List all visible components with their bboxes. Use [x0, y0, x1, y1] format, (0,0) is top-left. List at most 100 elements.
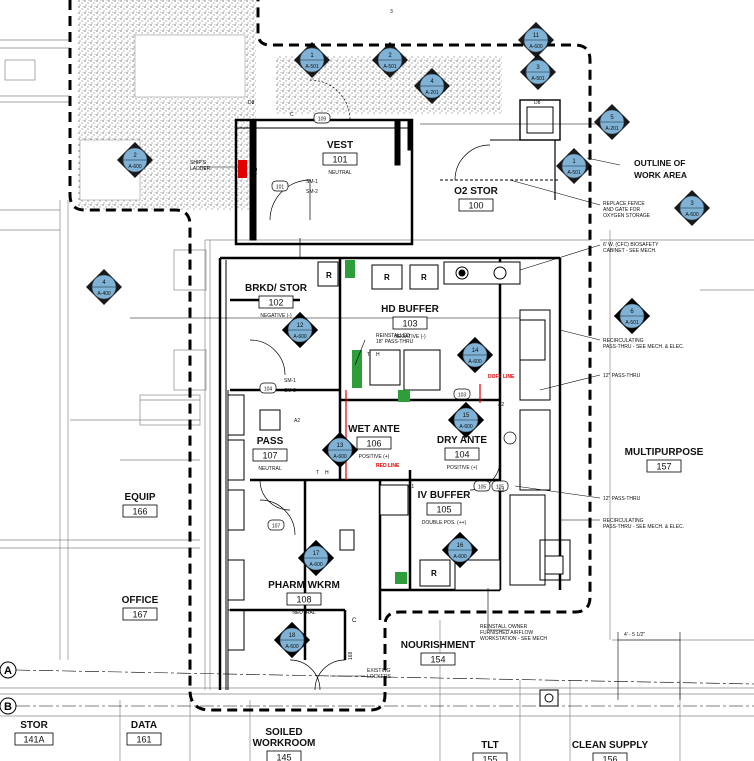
room-number: 102	[268, 298, 283, 308]
room-number: 156	[602, 755, 617, 761]
label-d8-2: D8	[534, 100, 541, 106]
room-pressure: DOUBLE POS. (++)	[422, 520, 467, 526]
door-tag-number: 109	[318, 117, 327, 123]
door-tag-number: 105	[478, 485, 487, 491]
room-number: 155	[482, 755, 497, 761]
room-number: 106	[366, 439, 381, 449]
room-number-box	[252, 448, 288, 462]
room-pressure: POSITIVE (+)	[359, 454, 390, 460]
room-number-box	[126, 732, 162, 746]
room-number: 108	[296, 595, 311, 605]
elevation-tag: 14A-600	[457, 337, 493, 373]
tag-sheet: A-201	[605, 126, 619, 132]
door-tag: 101	[271, 180, 289, 192]
elevation-tags: 2A-6001A-5011A-6002A-5013A-5014A-2015A-2…	[86, 22, 710, 658]
fixtures	[259, 99, 564, 707]
room-number-box	[426, 502, 462, 516]
door-tag-number: 101	[276, 185, 285, 191]
dimension	[617, 632, 681, 700]
callout-lockers-line1: EXISTING	[367, 668, 390, 674]
room-number: 167	[132, 610, 147, 620]
callout-ladder-line2: LADDER	[190, 166, 211, 172]
tag-number: 13	[337, 443, 344, 449]
elevation-tag: 4A-201	[414, 68, 450, 104]
callout-fence-line2: AND GATE FOR	[603, 207, 641, 213]
room-name: MULTIPURPOSE	[625, 447, 704, 458]
door-tag-number: 105	[496, 485, 505, 491]
room-name: BRKD/ STOR	[245, 283, 308, 294]
tag-number: 18	[289, 633, 296, 639]
callout-bsc-line1: 6' W. (CFC) BIOSAFETY	[603, 242, 659, 248]
door-tag: 103	[453, 388, 471, 400]
door-tag: 104	[259, 382, 277, 394]
door-tag-number: 103	[458, 393, 467, 399]
label-sm2-b: SM-2	[284, 388, 296, 394]
label-a2-2: A2	[498, 402, 504, 408]
callout-pass1: 12" PASS-THRU	[603, 373, 641, 379]
grid-line-b: B	[0, 697, 754, 715]
wall-details	[225, 119, 571, 690]
door-tag: 105	[491, 480, 509, 492]
room-name: NOURISHMENT	[401, 640, 475, 651]
label-168: 168	[348, 651, 354, 660]
tag-number: 3	[690, 201, 694, 207]
tag-sheet: A-501	[383, 64, 397, 70]
green-pass-thrus	[345, 260, 410, 584]
elevation-tag: 1A-501	[294, 42, 330, 78]
concrete-areas	[78, 0, 502, 210]
callout-airflow-line3: WORKSTATION - SEE MECH	[480, 636, 547, 642]
tag-sheet: A-501	[531, 76, 545, 82]
room-10: OFFICE 167	[122, 595, 159, 621]
room-number-box	[420, 652, 456, 666]
elevation-tag: 6A-501	[614, 298, 650, 334]
work-area-outline	[68, 0, 592, 712]
dimension-label: 4' - 5 1/2"	[624, 632, 645, 638]
tag-number: 12	[297, 323, 304, 329]
callout-recirc1-line2: PASS-THRU - SEE MECH. & ELEC.	[603, 344, 684, 350]
room-number-box	[14, 732, 54, 746]
room-number: 166	[132, 507, 147, 517]
leader-lines	[130, 123, 621, 677]
room-name: EQUIP	[124, 492, 155, 503]
room-name: STOR	[20, 720, 48, 731]
callout-outline-line2: WORK AREA	[634, 170, 687, 180]
tag-number: 16	[457, 543, 464, 549]
elevation-tag: 4A-400	[86, 269, 122, 305]
label-t-2: T	[316, 470, 319, 476]
label-r-2: R	[384, 273, 390, 282]
room-number: 107	[262, 451, 277, 461]
room-name: O2 STOR	[454, 186, 498, 197]
callout-outline-line1: OUTLINE OF	[634, 158, 685, 168]
room-name: OFFICE	[122, 595, 159, 606]
elevation-tag: 3A-600	[674, 190, 710, 226]
elevation-tag: 13A-600	[322, 432, 358, 468]
callout-ladder-line1: SHIP'S	[190, 160, 207, 166]
room-pressure: NEGATIVE (-)	[260, 313, 292, 319]
room-name: CLEAN SUPPLY	[572, 740, 649, 751]
room-number-box	[444, 447, 480, 461]
room-name: HD BUFFER	[381, 304, 440, 315]
label-r-1: R	[326, 271, 332, 280]
room-number-box	[646, 459, 682, 473]
label-c-2: C	[352, 618, 357, 624]
label-h-1: H	[376, 352, 380, 358]
tag-number: 5	[610, 115, 614, 121]
tag-sheet: A-600	[529, 44, 543, 50]
room-17: CLEAN SUPPLY 156	[572, 740, 649, 761]
elevation-tag: 17A-600	[298, 540, 334, 576]
tag-sheet: A-600	[285, 644, 299, 650]
callout-airflow-line2: FURNISHED AIRFLOW	[480, 630, 533, 636]
elevation-tag: 11A-600	[518, 22, 554, 58]
callout-recirc2-line2: PASS-THRU - SEE MECH. & ELEC.	[603, 524, 684, 530]
grid-a-label: A	[4, 665, 12, 677]
room-pressure: NEUTRAL	[258, 466, 282, 472]
label-r-4: R	[431, 569, 437, 578]
